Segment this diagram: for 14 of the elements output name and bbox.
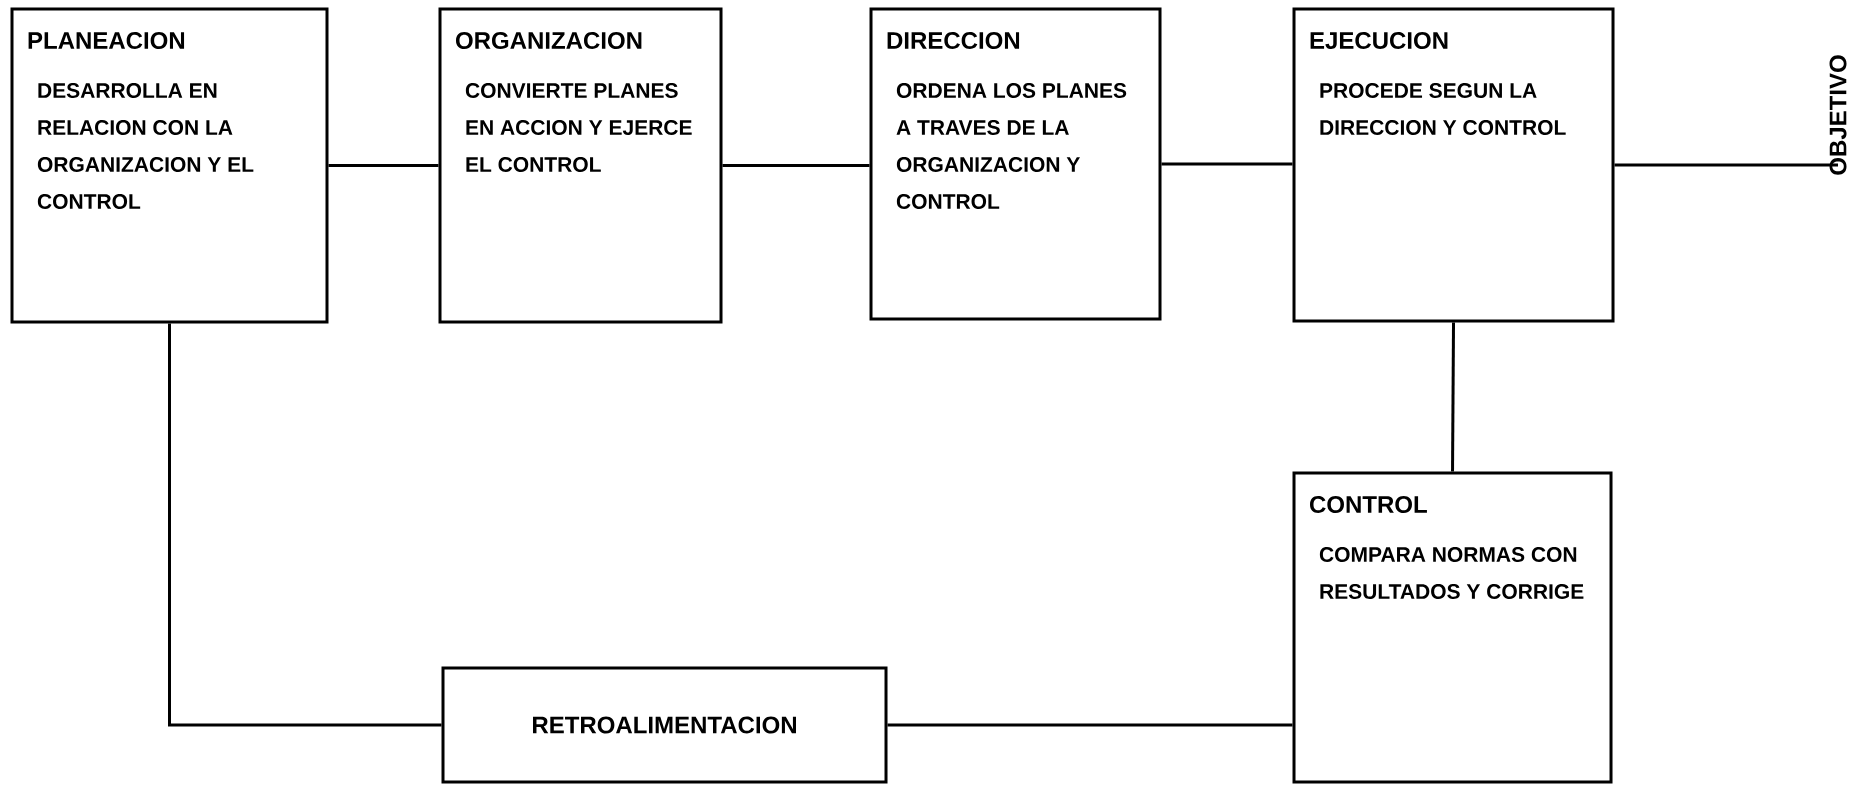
connector-line	[722, 164, 870, 167]
connector-line	[328, 164, 439, 167]
connector-line	[1451, 322, 1455, 472]
connector-line	[168, 323, 442, 727]
process-box: RETROALIMENTACION	[441, 666, 888, 784]
connector-line	[1614, 163, 1838, 167]
process-box: EJECUCION PROCEDE SEGUN LA DIRECCION Y CONTROL	[1292, 7, 1615, 323]
process-box: ORGANIZACION CONVIERTE PLANES EN ACCION Y EJERCE EL CONTROL	[438, 7, 723, 324]
connector-line	[1161, 162, 1293, 166]
vertical-label: OBJETIVO	[1829, 55, 1847, 175]
connector-line	[887, 723, 1293, 727]
process-box: PLANEACION DESARROLLA EN RELACION CON LA ORGANIZACION Y EL CONTROL	[10, 7, 329, 324]
process-box: DIRECCION ORDENA LOS PLANES A TRAVES DE LA ORGANIZACION Y CONTROL	[869, 7, 1162, 321]
process-box: CONTROL COMPARA NORMAS CON RESULTADOS Y CORRIGE	[1292, 471, 1613, 784]
